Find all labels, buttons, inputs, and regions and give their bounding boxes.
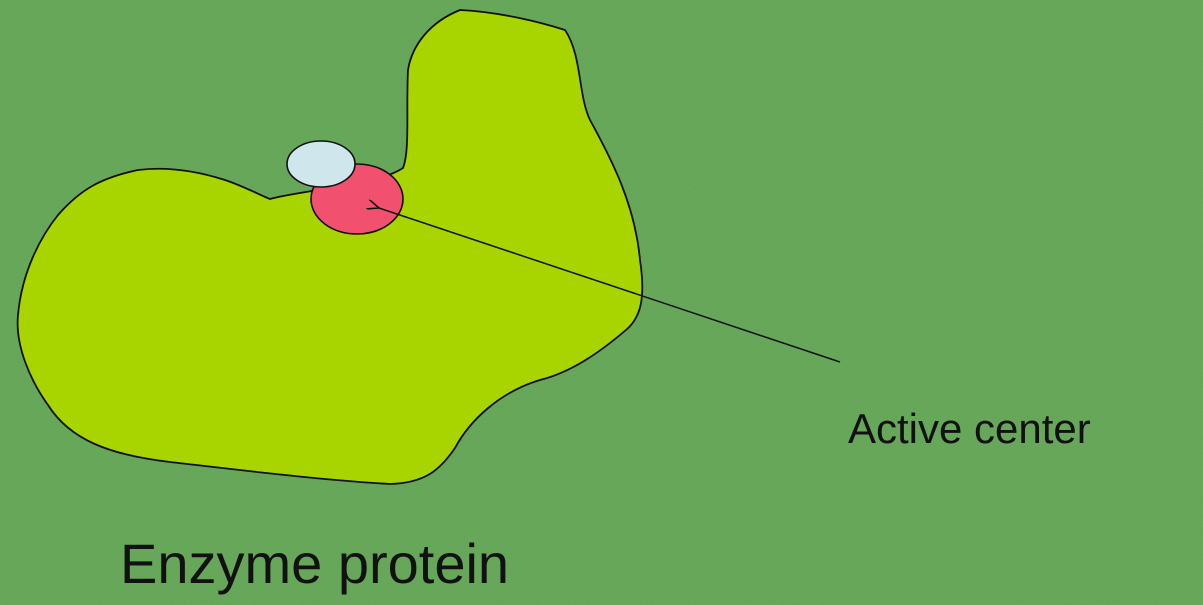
substrate-molecule [287, 141, 355, 187]
enzyme-protein-label: Enzyme protein [120, 536, 509, 592]
active-center-label: Active center [848, 408, 1091, 450]
